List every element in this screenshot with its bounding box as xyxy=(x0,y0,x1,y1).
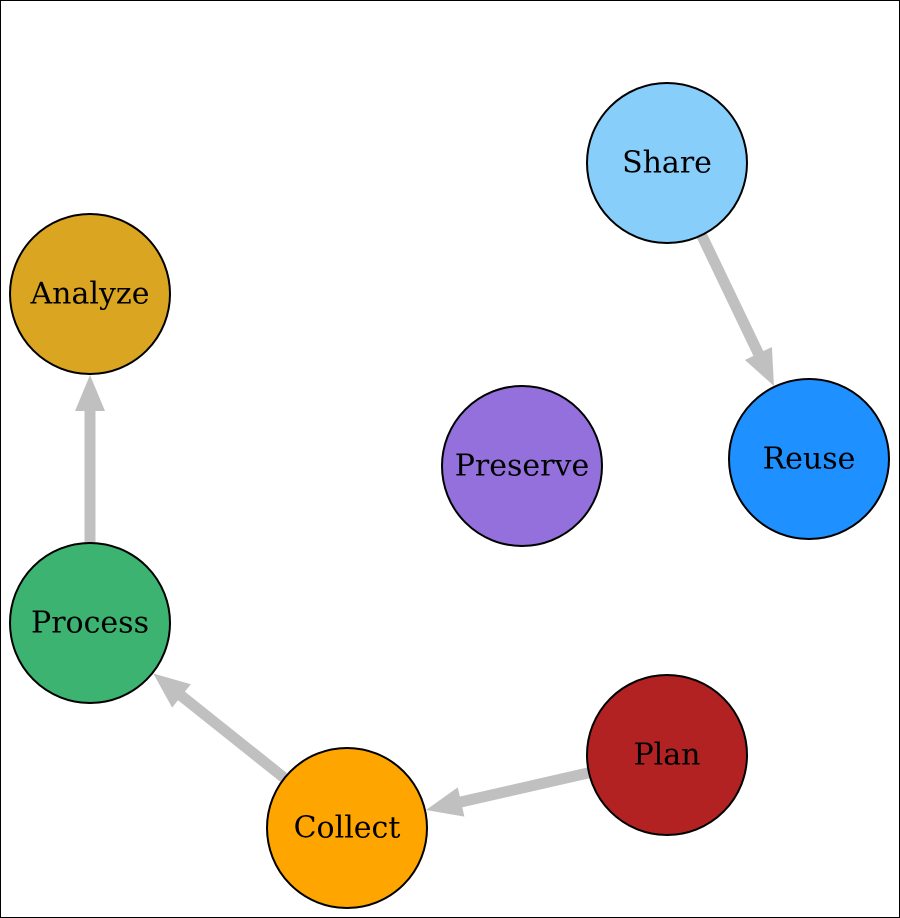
node-share[interactable]: Share xyxy=(586,82,748,244)
node-label: Reuse xyxy=(763,442,856,477)
node-circle xyxy=(586,82,748,244)
node-preserve[interactable]: Preserve xyxy=(441,385,603,547)
edges-layer xyxy=(75,232,774,817)
node-label: Preserve xyxy=(455,449,589,484)
edge-plan-to-collect xyxy=(425,767,591,817)
node-label: Collect xyxy=(294,811,401,846)
node-label: Share xyxy=(622,146,712,181)
edge-process-to-analyze xyxy=(75,375,105,543)
edge-line xyxy=(696,232,765,358)
edge-arrowhead xyxy=(744,347,774,386)
edge-collect-to-process xyxy=(153,673,288,783)
node-circle xyxy=(728,378,890,540)
edge-line xyxy=(457,767,591,808)
edge-line xyxy=(176,690,288,783)
node-circle xyxy=(9,542,171,704)
node-label: Plan xyxy=(634,738,701,773)
node-circle xyxy=(441,385,603,547)
node-collect[interactable]: Collect xyxy=(266,747,428,909)
node-circle xyxy=(266,747,428,909)
node-circle xyxy=(586,674,748,836)
edge-arrowhead xyxy=(425,787,465,817)
node-circle xyxy=(9,213,171,375)
node-reuse[interactable]: Reuse xyxy=(728,378,890,540)
node-process[interactable]: Process xyxy=(9,542,171,704)
node-analyze[interactable]: Analyze xyxy=(9,213,171,375)
edge-arrowhead xyxy=(75,375,105,411)
edge-share-to-reuse xyxy=(696,232,774,386)
edge-arrowhead xyxy=(153,673,191,708)
node-label: Analyze xyxy=(30,277,150,312)
node-label: Process xyxy=(31,606,149,641)
node-plan[interactable]: Plan xyxy=(586,674,748,836)
